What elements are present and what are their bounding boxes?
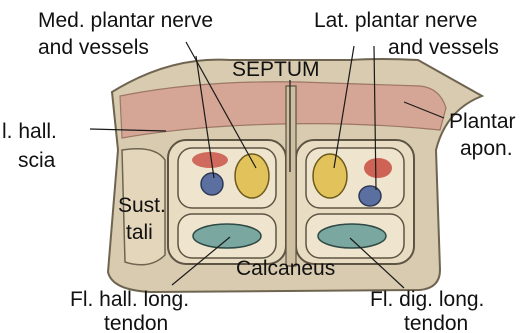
label-fascia-line1: l. hall. [2,120,57,143]
label-sust-line2: tali [126,221,153,244]
label-fhl-line2: tendon [104,312,168,333]
fhl-tendon [193,224,261,248]
label-septum: SEPTUM [232,58,320,81]
label-lat-plantar-line2: and vessels [388,36,499,59]
label-med-plantar-line2: and vessels [38,36,149,59]
label-med-plantar-line1: Med. plantar nerve [38,9,213,32]
fdl-tendon [318,224,386,248]
label-fdl-line1: Fl. dig. long. [370,288,484,311]
label-fdl-line2: tendon [404,312,468,333]
label-sust-line1: Sust. [118,194,166,217]
label-plantar-line1: Plantar [449,110,516,133]
label-calcaneus: Calcaneus [236,257,335,280]
lateral-nerve [313,154,347,198]
label-lat-plantar-line1: Lat. plantar nerve [314,9,477,32]
label-plantar-line2: apon. [460,137,513,160]
septum [286,86,296,266]
label-fhl-line1: Fl. hall. long. [70,288,189,311]
label-fascia-line2: scia [18,149,56,172]
medial-vein [201,173,223,195]
lateral-vein [359,186,381,206]
lateral-artery [364,158,392,178]
